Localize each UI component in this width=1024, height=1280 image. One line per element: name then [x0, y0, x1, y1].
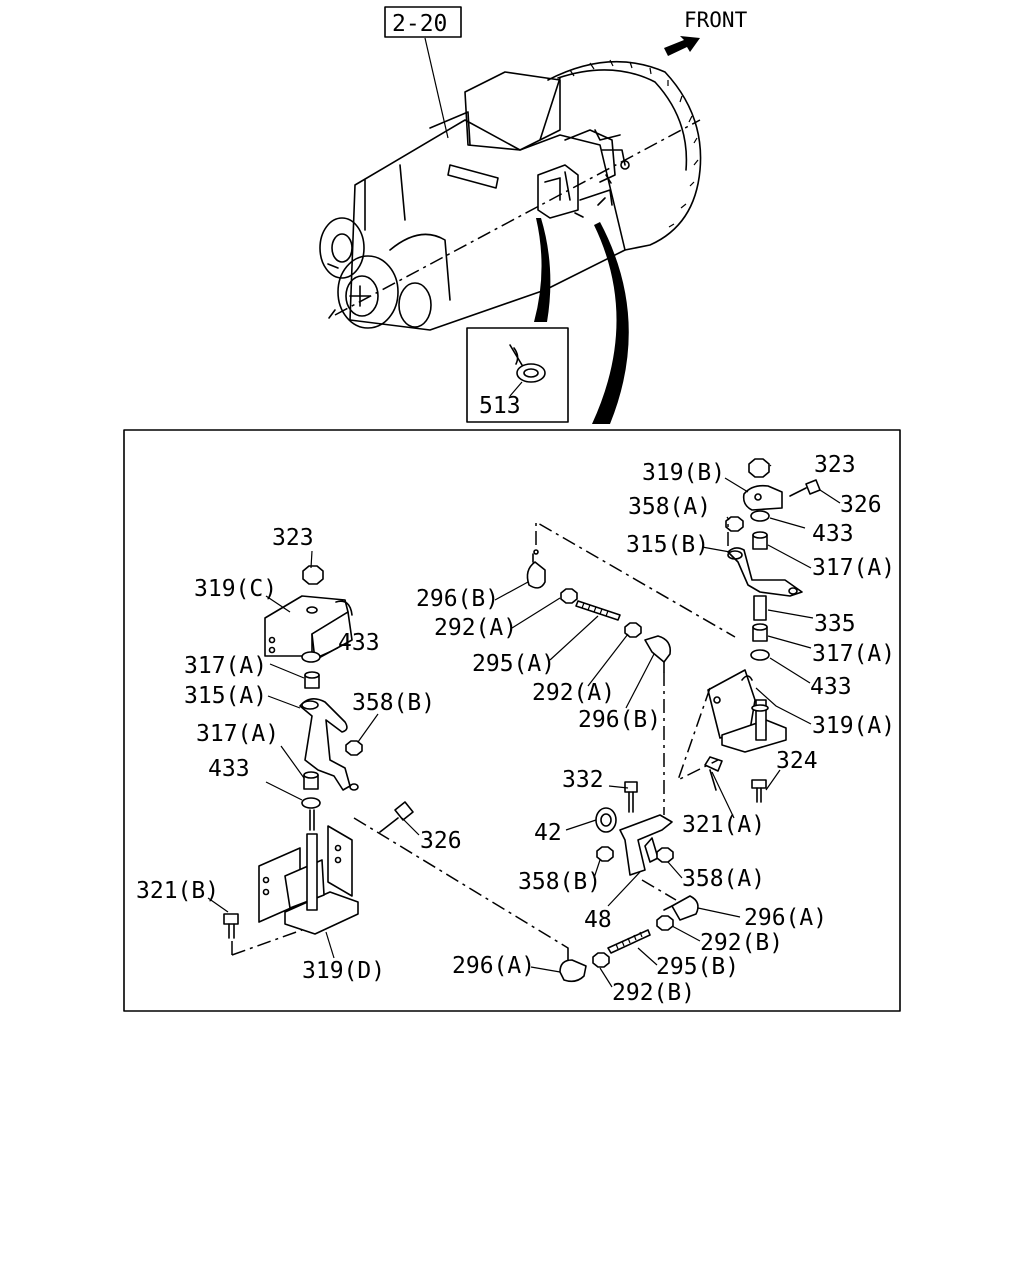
transmission-assembly	[319, 59, 702, 331]
callout-292a-1: 292(A)	[434, 615, 517, 641]
callout-296a-right: 296(A)	[744, 905, 827, 931]
callout-317a-left-1: 317(A)	[184, 653, 267, 679]
linkage-rods	[526, 549, 699, 983]
callout-326-left: 326	[420, 828, 462, 854]
right-bracket-assembly	[704, 458, 821, 803]
callout-324: 324	[776, 748, 818, 774]
callout-335: 335	[814, 611, 856, 637]
callout-319d: 319(D)	[302, 958, 385, 984]
callout-296a-left: 296(A)	[452, 953, 535, 979]
reference-box	[384, 6, 462, 38]
callout-433-right-1: 433	[812, 521, 854, 547]
callout-326-right: 326	[840, 492, 882, 518]
callout-319a: 319(A)	[812, 713, 895, 739]
callout-319b: 319(B)	[642, 460, 725, 486]
callout-433-left-2: 433	[208, 756, 250, 782]
callout-317a-right-1: 317(A)	[812, 555, 895, 581]
callout-358b-mid: 358(B)	[518, 869, 601, 895]
callout-315a: 315(A)	[184, 683, 267, 709]
callout-433-left-1: 433	[338, 630, 380, 656]
callout-433-right-2: 433	[810, 674, 852, 700]
reference-label: 2-20	[392, 11, 447, 37]
callout-labels: 323 319(B) 326 358(A) 433 315(B) 317(A) …	[136, 452, 895, 1006]
leader-to-detail	[592, 222, 629, 424]
callout-317a-left-2: 317(A)	[196, 721, 279, 747]
left-bracket-assembly	[223, 565, 414, 939]
callout-358a-mid: 358(A)	[682, 866, 765, 892]
callout-292b-1: 292(B)	[700, 930, 783, 956]
callout-332: 332	[562, 767, 604, 793]
callout-321a: 321(A)	[682, 812, 765, 838]
callout-323-left: 323	[272, 525, 314, 551]
callout-323-right: 323	[814, 452, 856, 478]
front-arrow-icon	[664, 36, 700, 56]
callout-296b-2: 296(B)	[578, 707, 661, 733]
callout-319c: 319(C)	[194, 576, 277, 602]
callout-317a-right-2: 317(A)	[812, 641, 895, 667]
leader-to-513	[534, 218, 551, 322]
inset-513: 513	[466, 327, 569, 423]
callout-295a: 295(A)	[472, 651, 555, 677]
callout-358b-left: 358(B)	[352, 690, 435, 716]
front-label: FRONT	[684, 8, 748, 32]
callout-42: 42	[534, 820, 562, 846]
callout-292a-2: 292(A)	[532, 680, 615, 706]
leader-lines	[207, 464, 841, 988]
callout-315b: 315(B)	[626, 532, 709, 558]
alignment-lines	[231, 520, 736, 956]
detail-frame	[123, 429, 901, 1012]
callout-295b: 295(B)	[656, 954, 739, 980]
callout-321b: 321(B)	[136, 878, 219, 904]
callout-296b-1: 296(B)	[416, 586, 499, 612]
callout-48: 48	[584, 907, 612, 933]
callout-358a-top: 358(A)	[628, 494, 711, 520]
inset-part-label: 513	[479, 393, 521, 419]
callout-292b-2: 292(B)	[612, 980, 695, 1006]
